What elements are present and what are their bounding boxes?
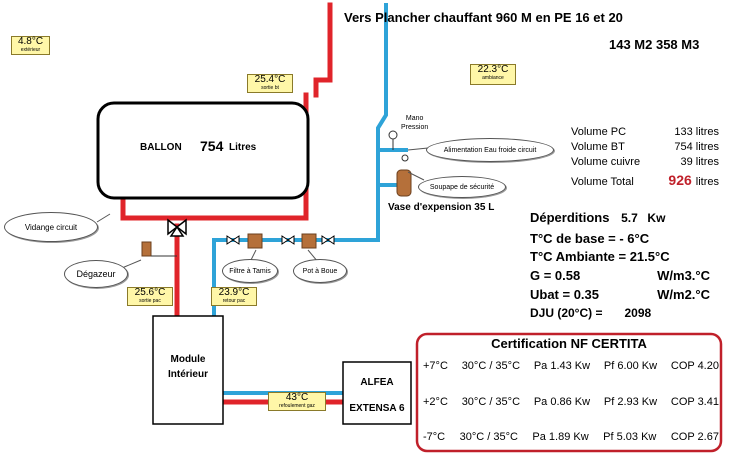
bubble-degazeur: Dégazeur	[64, 260, 128, 288]
certification-title: Certification NF CERTITA	[491, 336, 647, 351]
ballon-volume: 754	[200, 138, 224, 154]
degazeur-body	[141, 241, 152, 257]
bubble-vidange: Vidange circuit	[4, 212, 98, 242]
certification-frame	[415, 332, 723, 453]
bubble-soupape: Soupape de sécurité	[418, 176, 506, 198]
bubble-filtre: Filtre à Tamis	[222, 259, 278, 283]
ballon-label: BALLON	[140, 142, 182, 153]
param-tbase: T°C de base = - 6°C	[530, 231, 650, 246]
bubble-alimentation: Alimentation Eau froide circuit	[426, 138, 554, 162]
mano-gauge	[388, 130, 398, 140]
vase-expansion	[396, 169, 412, 197]
ballon-tank	[96, 101, 310, 200]
three-way-valve	[167, 218, 187, 237]
alfea-unit	[342, 361, 412, 425]
volume-row-total: Volume Total 926 litres	[571, 172, 719, 188]
param-tamb: T°C Ambiante = 21.5°C	[530, 249, 670, 264]
module-interieur	[152, 315, 224, 425]
bubble-pot: Pot à Boue	[293, 259, 347, 283]
param-dju: DJU (20°C) =2098	[530, 306, 652, 320]
page-title: Vers Plancher chauffant 960 M en PE 16 e…	[344, 10, 623, 25]
pot-body	[301, 233, 317, 249]
ballon-unit: Litres	[229, 142, 257, 153]
page-subtitle: 143 M2 358 M3	[609, 37, 700, 52]
hot-pipe-ballon-feed	[313, 2, 333, 98]
param-deperditions: Déperditions 5.7 Kw	[530, 210, 666, 225]
filtre-body	[247, 233, 263, 249]
vase-label: Vase d'expension 35 L	[388, 202, 495, 213]
